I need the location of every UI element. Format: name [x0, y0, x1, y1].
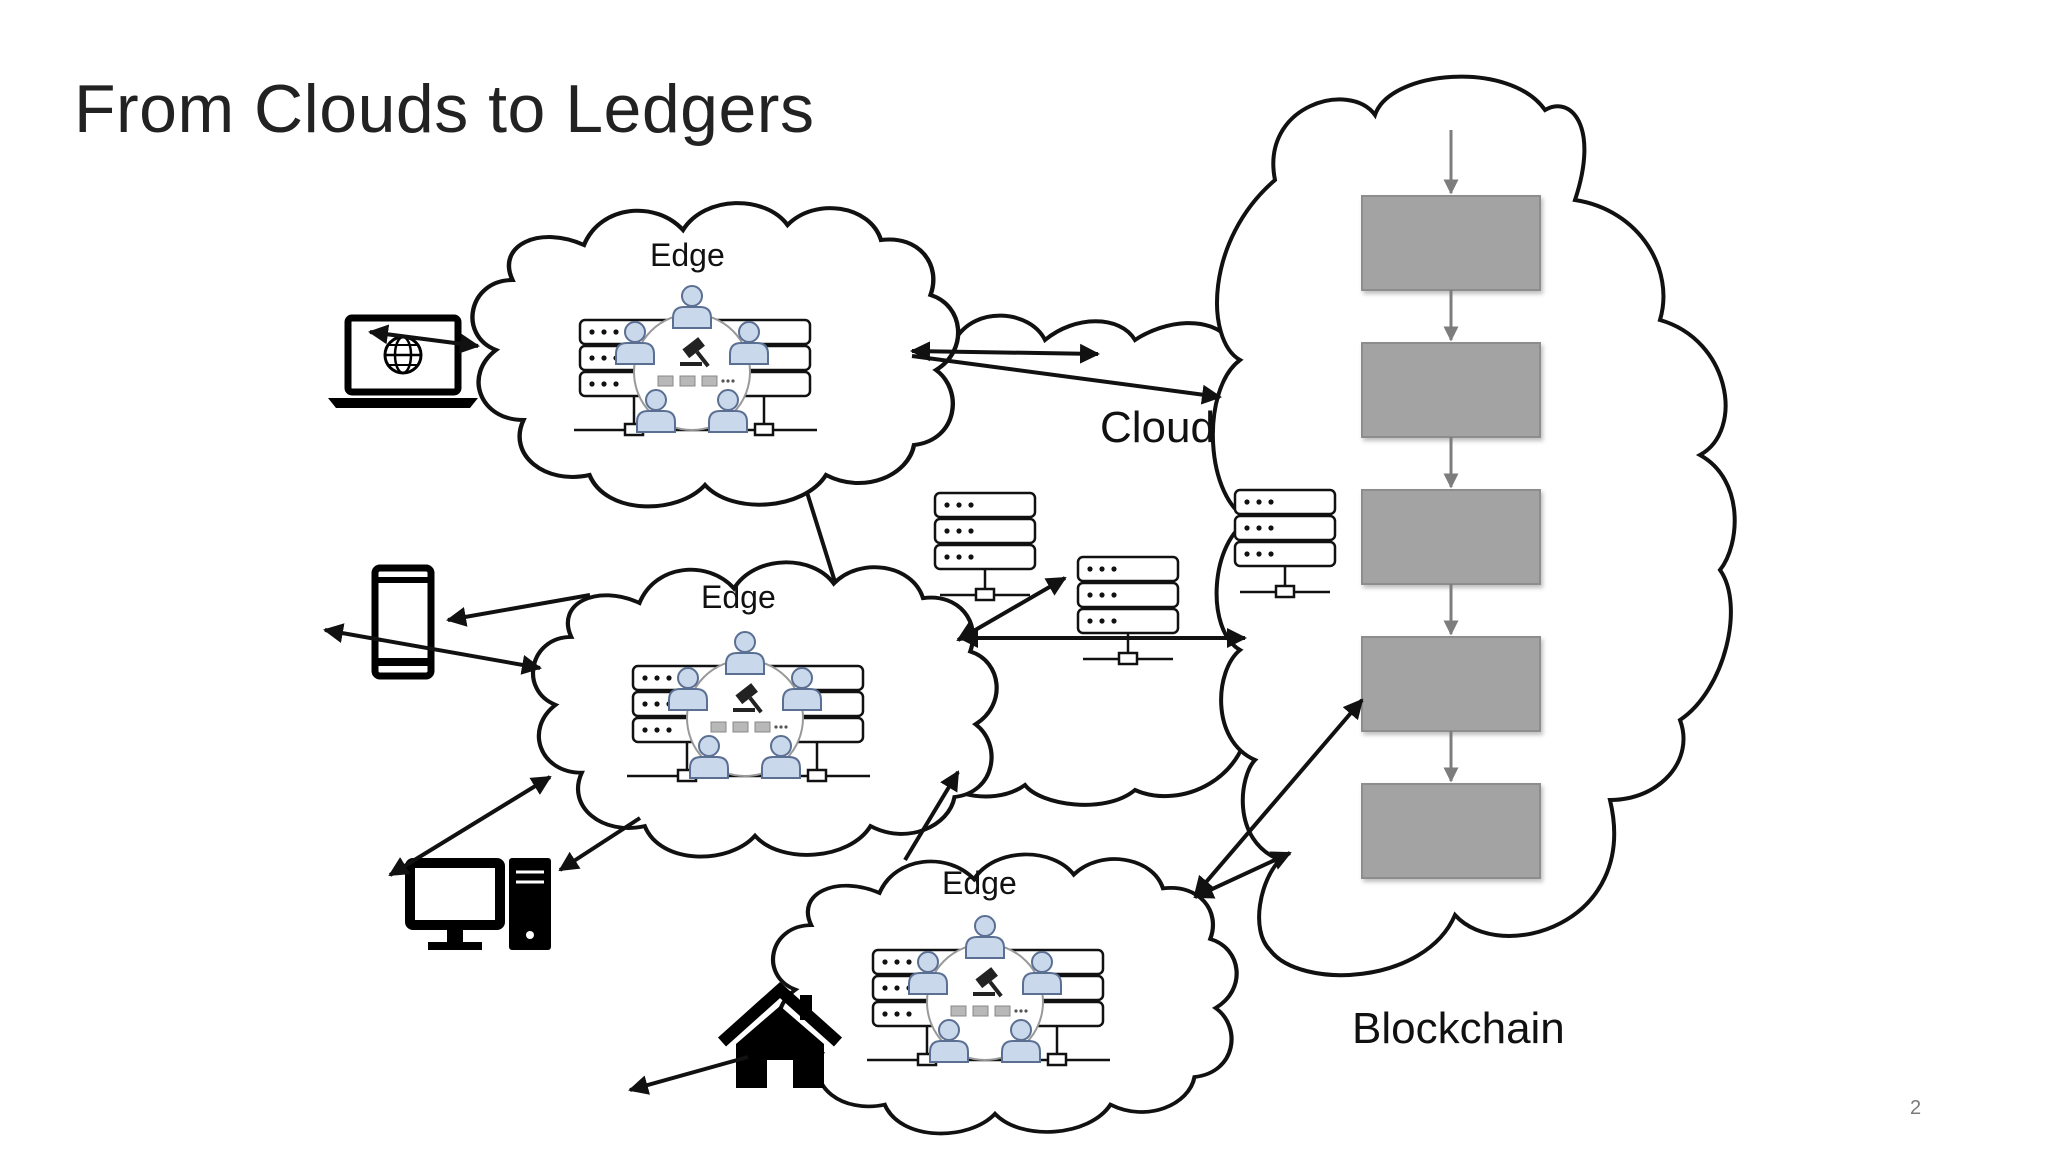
- desktop-computer-icon: [405, 858, 551, 950]
- block-chain: [1361, 130, 1541, 879]
- block-3: [1361, 489, 1541, 585]
- label-edge-top: Edge: [650, 237, 725, 273]
- smartphone-icon: [371, 564, 435, 680]
- label-blockchain: Blockchain: [1352, 1004, 1565, 1053]
- block-5: [1361, 783, 1541, 879]
- connections: [323, 324, 1364, 1095]
- laptop-globe-icon: [328, 314, 478, 408]
- block-2: [1361, 342, 1541, 438]
- label-edge-middle: Edge: [701, 579, 776, 615]
- page-number: 2: [1910, 1097, 1922, 1119]
- block-1: [1361, 195, 1541, 291]
- house-icon: [717, 981, 843, 1088]
- slide-title: From Clouds to Ledgers: [74, 71, 815, 147]
- block-4: [1361, 636, 1541, 732]
- label-edge-bottom: Edge: [942, 865, 1017, 901]
- label-cloud: Cloud: [1100, 403, 1215, 452]
